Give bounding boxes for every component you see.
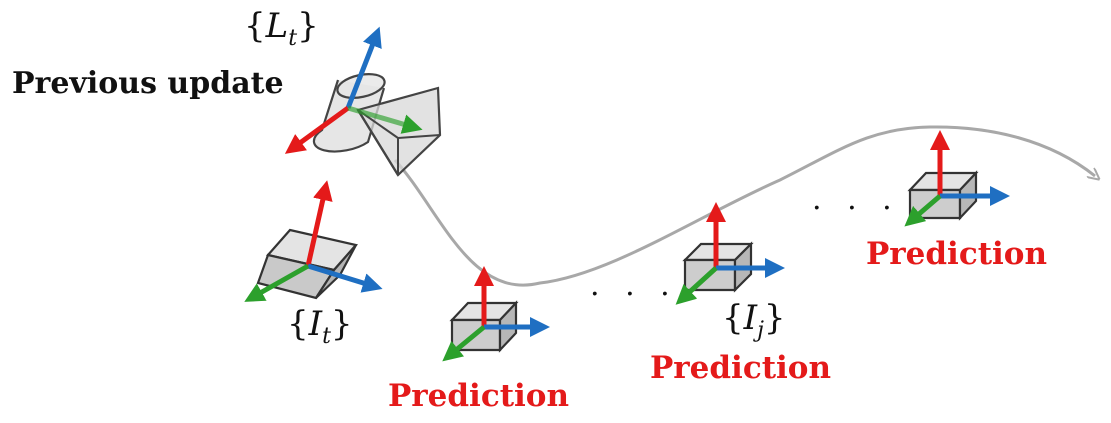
imu-box-icon	[256, 228, 359, 300]
coordinate-axes-icon	[675, 202, 785, 305]
prediction-label-3: Prediction	[866, 236, 1048, 272]
lidar-frame-label: {Lt}	[244, 6, 319, 51]
coordinate-axes-icon	[244, 180, 383, 302]
coordinate-axes-icon	[284, 26, 423, 154]
lidar-sensor-icon	[312, 73, 386, 153]
coordinate-axes-icon	[442, 266, 550, 362]
ellipsis-2: . . .	[812, 182, 900, 217]
coordinate-axes-icon	[904, 130, 1010, 227]
imu-frame-t-label: {It}	[287, 304, 353, 349]
prediction-label-1: Prediction	[388, 378, 570, 414]
prediction-label-2: Prediction	[650, 350, 832, 386]
imu-frame-j-label: {Ij}	[722, 298, 786, 343]
ellipsis-1: . . .	[590, 268, 678, 303]
previous-update-label: Previous update	[12, 66, 284, 101]
